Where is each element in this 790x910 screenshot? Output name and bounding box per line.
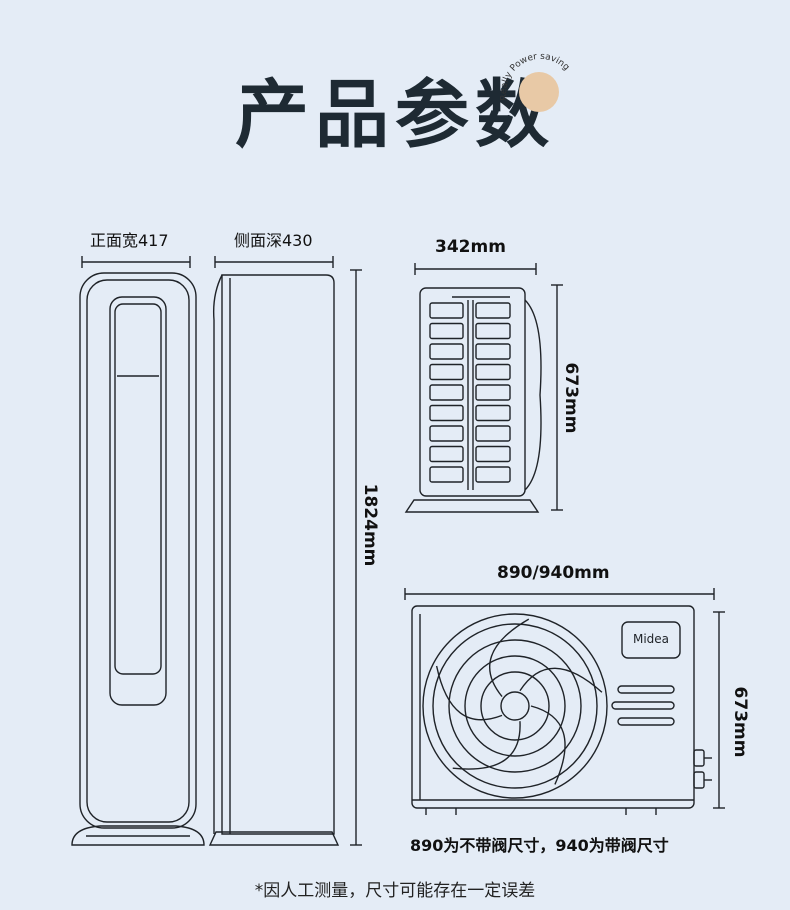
vent-slot [617, 685, 675, 694]
large-unit-height-dimension [713, 611, 725, 809]
badge-circle [519, 72, 559, 112]
page-title: 产品参数 [235, 72, 555, 158]
vent-slot [611, 701, 675, 710]
large-outdoor-unit [411, 605, 712, 815]
small-unit-width-dimension [414, 263, 537, 275]
grill-cell [429, 322, 464, 340]
large-unit-width-dimension [404, 588, 715, 600]
grill-cell [429, 384, 464, 401]
grill-cell [475, 384, 511, 401]
grill-cell [475, 425, 511, 442]
grill-cell [475, 322, 511, 340]
fan-blade [530, 705, 566, 785]
brand-logo: Midea [632, 632, 670, 646]
grill-cell [475, 343, 511, 360]
front-width-dimension [81, 256, 191, 268]
front-width-label: 正面宽417 [90, 231, 169, 250]
grill-cell [475, 466, 511, 483]
side-depth-label: 侧面深430 [234, 231, 313, 250]
valve-upper [693, 749, 705, 767]
grill-cell [429, 302, 464, 319]
grill-cell [429, 466, 464, 483]
small-unit-width-label: 342mm [435, 237, 506, 257]
large-unit-width-label: 890/940mm [497, 563, 610, 583]
indoor-unit-side [208, 274, 340, 846]
grill-cell [429, 343, 464, 360]
grill-cell [429, 363, 464, 381]
indoor-unit-front [71, 272, 205, 846]
grill-cell [475, 302, 511, 319]
small-outdoor-unit [404, 287, 542, 513]
small-unit-height-dimension [551, 284, 563, 511]
indoor-height-dimension [350, 269, 362, 846]
power-saving-badge: Really Power saving [495, 42, 585, 136]
grill-cell [429, 425, 464, 442]
grill-cell [475, 445, 511, 463]
side-depth-dimension [214, 256, 334, 268]
grill-cell [475, 363, 511, 381]
brand-plate [621, 621, 681, 659]
valve-note: 890为不带阀尺寸，940为带阀尺寸 [410, 836, 669, 855]
fan-blade [488, 618, 530, 698]
valve-lower [693, 771, 705, 789]
grill-cell [429, 404, 464, 422]
fan-blade [435, 665, 503, 721]
fan-blade [452, 721, 521, 770]
fan-blade [519, 667, 603, 693]
vent-slot [617, 717, 675, 726]
grill-cell [429, 445, 464, 463]
measurement-note: *因人工测量，尺寸可能存在一定误差 [254, 881, 536, 901]
grill-cell [475, 404, 511, 422]
